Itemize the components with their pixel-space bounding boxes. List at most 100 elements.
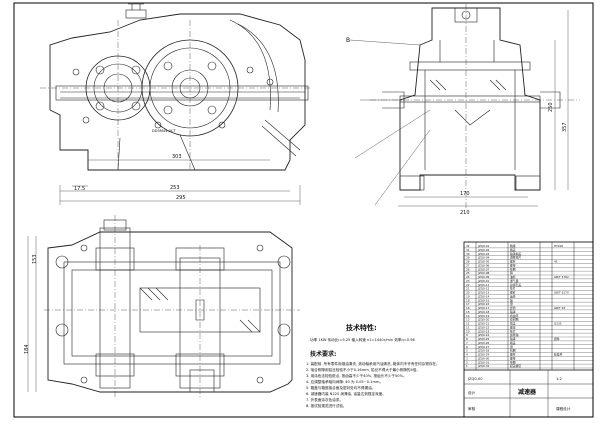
parts-list-name: 销 — [510, 271, 513, 275]
parts-list-name: 轴承 — [510, 337, 516, 341]
front-view — [49, 3, 309, 171]
tech-reqs-list: 1. 装配前, 所有零件用煤油清洗, 滚动轴承用汽油清洗, 箱体内不许有任何杂物… — [306, 361, 440, 408]
tech-req-item: 1. 装配前, 所有零件用煤油清洗, 滚动轴承用汽油清洗, 箱体内不许有任何杂物… — [306, 361, 440, 366]
parts-list-number: 20 — [466, 291, 470, 295]
parts-list-name: 螺钉 — [510, 291, 516, 295]
parts-list-code: JZQ0-14 — [477, 294, 490, 298]
parts-list-name: 螺栓 — [510, 260, 516, 264]
parts-list-note: GB/T 6170 — [554, 291, 569, 295]
front-view-dimensions — [40, 20, 310, 205]
tech-req-item: 6. 减速器内装 N220 润滑油, 油量达到规定深度。 — [306, 391, 386, 396]
parts-list-number: 4 — [466, 353, 468, 357]
parts-list-number: 15 — [466, 310, 470, 314]
parts-list-code: JZQ0-29 — [477, 353, 490, 357]
parts-list-code: JZQ0-02 — [477, 248, 490, 252]
tech-req-item: 7. 外表面涂灰色油漆。 — [306, 397, 343, 402]
side-view-left-mark: B — [346, 37, 350, 44]
parts-list-code: JZQ0-11 — [477, 283, 490, 287]
parts-list-code: JZQ0-32 — [477, 364, 490, 368]
parts-list-number: 11 — [466, 325, 470, 329]
side-view-dim-357: 357 — [562, 122, 568, 132]
parts-list-number: 21 — [466, 287, 470, 291]
parts-list-name: 端盖 — [510, 322, 516, 326]
title-block-designer: 设计 — [468, 390, 476, 395]
parts-list-name: 密封圈 — [510, 318, 519, 322]
parts-list-number: 3 — [466, 356, 468, 360]
parts-list-code: JZQ0-24 — [477, 333, 490, 337]
side-view — [382, 7, 561, 191]
parts-list-code: JZQ0-20 — [477, 318, 490, 322]
parts-list-number: 24 — [466, 275, 470, 279]
title-block-school: 课程设计 — [556, 406, 571, 411]
parts-list-name: 调整垫片 — [510, 256, 521, 260]
parts-list-code: JZQ0-03 — [477, 252, 490, 256]
parts-list-number: 9 — [466, 333, 468, 337]
parts-list-note: Q235 — [554, 322, 562, 326]
parts-list-name: 窥视孔盖 — [510, 283, 521, 287]
parts-list-number: 10 — [466, 329, 470, 333]
parts-list-number: 22 — [466, 283, 470, 287]
parts-list-code: JZQ0-30 — [477, 356, 490, 360]
parts-list-number: 29 — [466, 256, 470, 260]
side-view-dim-250: 250 — [548, 102, 554, 112]
parts-list-code: JZQ0-21 — [477, 322, 490, 326]
parts-list-code: JZQ0-09 — [477, 275, 490, 279]
plan-view-dim-153: 153 — [32, 254, 38, 264]
plan-view-dimensions — [27, 215, 300, 398]
parts-list-number: 1 — [466, 364, 468, 368]
parts-list-code: JZQ0-08 — [477, 271, 490, 275]
parts-list-number: 13 — [466, 318, 470, 322]
parts-list-name: 齿轮轴 — [510, 333, 519, 337]
tech-req-item: 8. 按试验规范进行试验。 — [306, 403, 347, 408]
side-view-dimensions — [349, 4, 580, 210]
title-block-checker: 审核 — [468, 406, 476, 411]
parts-list-name: 垫圈 — [510, 267, 516, 271]
tech-req-item: 3. 用涂色法检验斑点, 按齿高不少于40%, 按齿长不少于50%。 — [306, 373, 407, 378]
tech-req-item: 2. 啮合侧隙用铅丝检验不小于0.16mm, 铅丝不得大于最小侧隙的4倍。 — [306, 367, 420, 372]
front-view-dim-17.5: 17.5 — [74, 186, 85, 192]
parts-list-note: 组件 — [554, 337, 560, 341]
parts-list-name: 套筒 — [510, 306, 516, 310]
title-block-scale: 1:2 — [556, 377, 562, 381]
parts-list-number: 16 — [466, 306, 470, 310]
parts-list-note: 45 — [554, 260, 558, 264]
parts-list-number: 27 — [466, 263, 470, 267]
parts-list-name: 垫片 — [510, 287, 516, 291]
parts-list-number: 14 — [466, 314, 470, 318]
parts-list-code: JZQ0-18 — [477, 310, 490, 314]
parts-list-code: JZQ0-27 — [477, 345, 490, 349]
parts-list-name: 螺塞 — [510, 325, 516, 329]
parts-list-name: 毡圈 — [510, 349, 516, 353]
parts-list-name: 箱座 — [510, 244, 516, 248]
parts-list-code: JZQ0-17 — [477, 306, 490, 310]
front-view-dim-253: 253 — [170, 185, 180, 191]
parts-list-number: 12 — [466, 322, 470, 326]
parts-list-code: JZQ0-23 — [477, 329, 490, 333]
front-view-dim-303: 303 — [172, 154, 182, 160]
parts-list-number: 5 — [466, 349, 468, 353]
parts-list-number: 6 — [466, 345, 468, 349]
parts-list-name: 轴承 — [510, 310, 516, 314]
parts-list-number: 31 — [466, 248, 470, 252]
parts-list-name: 螺母 — [510, 356, 516, 360]
parts-list-name: 箱盖 — [510, 248, 516, 252]
parts-list-name: 螺母 — [510, 263, 516, 267]
parts-list-note: GB/T 5782 — [554, 275, 569, 279]
parts-list-number: 26 — [466, 267, 470, 271]
parts-list-code: JZQ0-04 — [477, 256, 490, 260]
tech-reqs-title: 技术要求: — [310, 350, 336, 358]
parts-list-code: JZQ0-06 — [477, 263, 490, 267]
parts-list-name: 键 — [510, 302, 513, 306]
parts-list-number: 17 — [466, 302, 470, 306]
parts-list-number: 8 — [466, 337, 468, 341]
plan-view-dim-184: 184 — [24, 344, 30, 354]
parts-list-note: HT200 — [554, 244, 563, 248]
parts-list-number: 32 — [466, 244, 470, 248]
plan-view — [47, 219, 293, 393]
parts-list-code: JZQ0-12 — [477, 287, 490, 291]
drawing-border — [13, 2, 594, 418]
title-block-drawing-no: JZQ0-00 — [467, 377, 483, 381]
tech-chars-title: 技术特性: — [346, 323, 377, 332]
parts-list-code: JZQ0-07 — [477, 267, 490, 271]
title-block-name: 减速器 — [518, 388, 537, 396]
